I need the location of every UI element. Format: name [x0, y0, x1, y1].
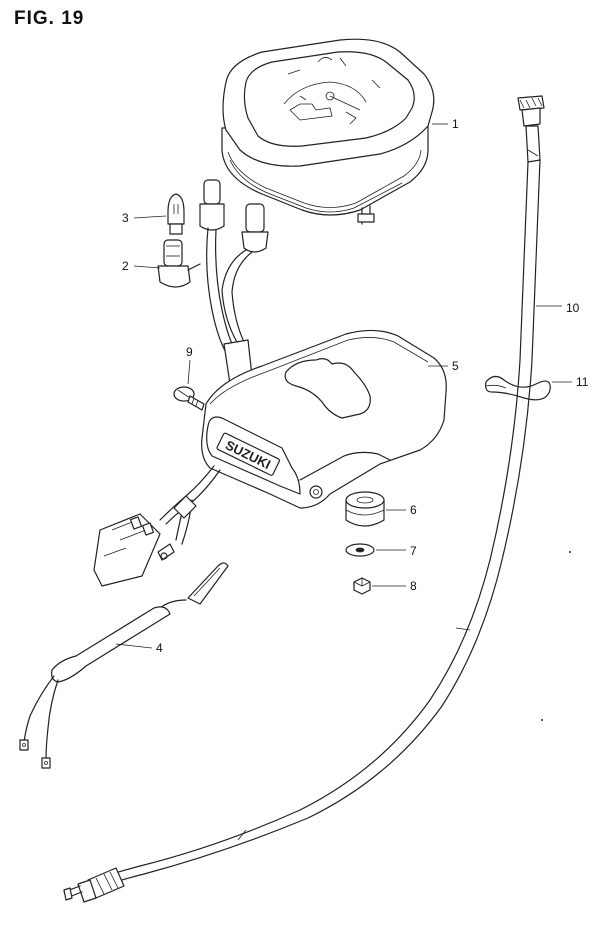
figure-title: FIG. 19: [14, 8, 85, 29]
part-5-meter-case: SUZUKI: [201, 329, 447, 509]
callout-10: 10: [566, 301, 580, 315]
leader-line-3: [133, 215, 167, 219]
callout-8: 8: [410, 579, 417, 593]
callout-4: 4: [156, 641, 163, 655]
callout-11: 11: [576, 375, 589, 389]
part-1-meter-assembly: [221, 38, 435, 225]
callout-2: 2: [122, 259, 129, 273]
part-10-speedometer-cable: [63, 95, 545, 903]
part-9-screw: [173, 386, 205, 411]
leader-line-9: [187, 359, 191, 385]
case-connector-harness: [93, 465, 221, 587]
part-3-bulb: [167, 193, 185, 235]
callout-6: 6: [410, 503, 417, 517]
meter-wire-harness: [199, 179, 269, 385]
callout-5: 5: [452, 359, 459, 373]
part-8-nut: [353, 577, 371, 595]
callout-7: 7: [410, 544, 417, 558]
part-11-cable-clip: [485, 375, 551, 401]
callout-9: 9: [186, 345, 193, 359]
leader-line-2: [133, 265, 161, 269]
part-7-washer: [345, 543, 375, 557]
callout-1: 1: [452, 117, 459, 131]
leader-line-4: [115, 643, 153, 649]
part-2-bulb-socket: [157, 239, 201, 288]
part-6-grommet: [345, 491, 385, 527]
part-4-wire-lead: [19, 562, 229, 769]
callout-3: 3: [122, 211, 129, 225]
